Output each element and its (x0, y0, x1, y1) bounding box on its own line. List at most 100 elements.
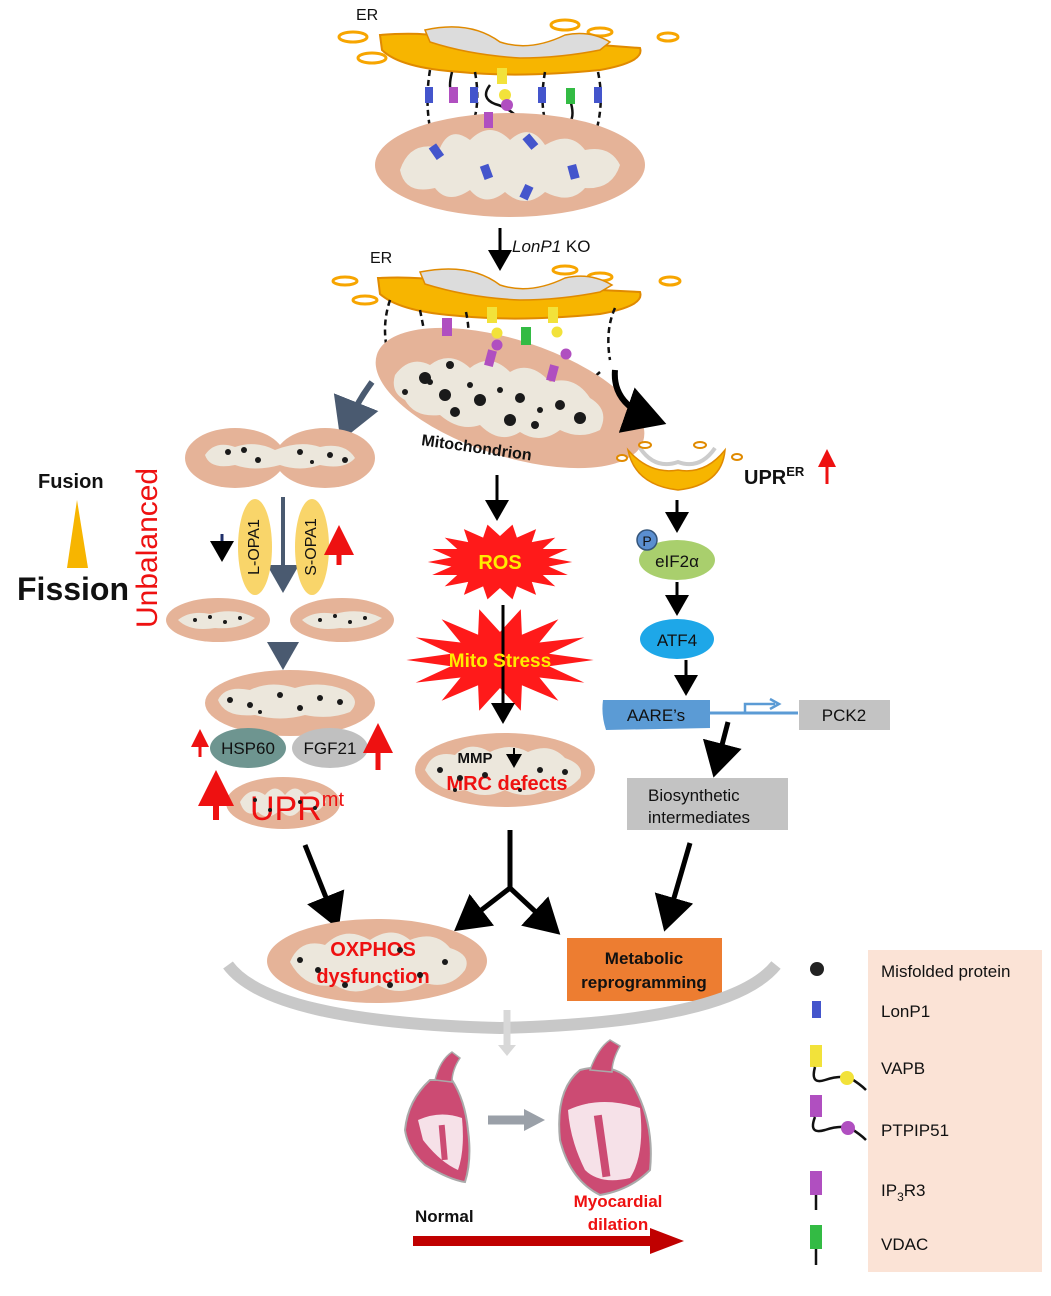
misfolded-protein-dot (457, 775, 463, 781)
vapb-tether-icon (810, 1045, 867, 1091)
misfolded-protein-dot (439, 389, 451, 401)
misfolded-protein-dot-icon (810, 962, 824, 976)
misfolded-protein-dot (227, 697, 233, 703)
ros-label: ROS (478, 552, 521, 574)
misfolded-protein-dot (402, 389, 408, 395)
normal-er-mito-contact: ER (337, 7, 680, 217)
biosynthetic-label-line1: Biosynthetic (648, 786, 740, 805)
misfolded-protein-dot (223, 620, 227, 624)
upr-mt-label: UPRmt (250, 789, 344, 828)
ptpip51-tether-icon (810, 1095, 867, 1141)
legend-label-vdac: VDAC (881, 1235, 928, 1254)
misfolded-protein-dot (342, 457, 348, 463)
misfolded-protein-dot (497, 387, 503, 393)
legend-label-ip3r3: IP3R3 (881, 1181, 925, 1204)
myocardial-label-line2: dilation (588, 1215, 648, 1234)
hsp60-label: HSP60 (221, 739, 275, 758)
legend-panel (868, 950, 1042, 1272)
lonp1-proteins-top (425, 87, 602, 201)
legend-label-lonp1: LonP1 (881, 1002, 930, 1021)
legend-label-misfolded: Misfolded protein (881, 962, 1010, 981)
misfolded-protein-dot (562, 769, 568, 775)
stressed-mitochondrion-left (205, 670, 375, 736)
misfolded-protein-dot (453, 788, 457, 792)
misfolded-protein-dot (474, 394, 486, 406)
misfolded-protein-dot (268, 808, 272, 812)
fusion-fission-wedge-icon (67, 500, 88, 568)
pck2-box (799, 700, 890, 730)
misfolded-protein-dot (317, 695, 323, 701)
phospho-label: P (642, 533, 651, 549)
aare-to-biosynthetic-arrow (702, 721, 742, 778)
biosynthetic-label-line2: intermediates (648, 808, 750, 827)
misfolded-protein-dot (241, 447, 247, 453)
mrc-to-metabolic-arrow (508, 886, 561, 935)
biosynthetic-box (627, 778, 788, 830)
er-label-ko: ER (370, 250, 392, 267)
pck2-label: PCK2 (822, 706, 866, 725)
lonp1-rect-icon (812, 1001, 821, 1018)
l-opa1-oval (238, 499, 272, 595)
misfolded-protein-dot (574, 412, 586, 424)
misfolded-protein-dot (504, 414, 516, 426)
ip3r3-channel-icon (810, 1171, 822, 1210)
misfolded-protein-dot (531, 421, 539, 429)
mito-stress-burst-icon (406, 609, 594, 711)
eif2a-label: eIF2α (655, 552, 699, 571)
hsp60-oval (210, 728, 286, 768)
misfolded-protein-dots (193, 447, 568, 988)
misfolded-protein-dot (310, 460, 314, 464)
misfolded-protein-dot (518, 788, 522, 792)
misfolded-protein-dot (417, 972, 423, 978)
upr-mt-to-oxphos-arrow (302, 844, 345, 930)
misfolded-protein-dot (313, 806, 317, 810)
biosynthetic-to-metabolic-arrow (654, 842, 694, 932)
l-opa1-label: L-OPA1 (246, 519, 263, 575)
mrc-defect-mitochondrion (415, 733, 595, 807)
misfolded-protein-dot (337, 699, 343, 705)
misfolded-protein-dot (467, 382, 473, 388)
misfolded-protein-dot (427, 379, 433, 385)
upr-mt-mitochondrion (226, 777, 340, 829)
misfolded-protein-dot (333, 614, 337, 618)
er-label-top: ER (356, 7, 378, 24)
misfolded-protein-dot (515, 393, 525, 403)
fgf21-label: FGF21 (304, 739, 357, 758)
oxphos-label-line2: dysfunction (316, 966, 429, 988)
fgf21-oval (292, 728, 368, 768)
aare-box (602, 700, 710, 730)
misfolded-protein-dot (537, 407, 543, 413)
misfolded-protein-dot (342, 982, 348, 988)
misfolded-protein-dot (450, 407, 460, 417)
unbalanced-label: Unbalanced (131, 468, 164, 628)
misfolded-protein-dot (315, 967, 321, 973)
misfolded-protein-dot (225, 449, 231, 455)
s-opa1-oval (295, 499, 329, 595)
fission-branch-arrow (333, 380, 379, 442)
misfolded-protein-dot (193, 618, 197, 622)
dilated-heart-icon (558, 1039, 652, 1197)
misfolded-protein-dot (363, 616, 367, 620)
mito-stress-label: Mito Stress (449, 651, 551, 672)
misfolded-protein-dot (437, 767, 443, 773)
misfolded-protein-dot (537, 767, 543, 773)
dividing-mitochondrion (185, 428, 375, 488)
misfolded-protein-dot (387, 982, 393, 988)
aare-label: AARE’s (627, 706, 685, 725)
misfolded-protein-dot (555, 400, 565, 410)
mito-to-er-stress-arrow (611, 369, 667, 433)
normal-label: Normal (415, 1207, 474, 1226)
misfolded-protein-dot (297, 705, 303, 711)
er-organelle-top (337, 18, 680, 76)
misfolded-protein-dot (442, 959, 448, 965)
legend-label-ptpip51: PTPIP51 (881, 1121, 949, 1140)
misfolded-protein-dot (258, 710, 262, 714)
myocardial-label-line1: Myocardial (574, 1192, 663, 1211)
transcription-start-arrow-icon (743, 702, 775, 713)
legend-label-vapb: VAPB (881, 1059, 925, 1078)
convergence-bracket (223, 961, 781, 1035)
atf4-oval (640, 619, 714, 659)
ko-label: LonP1 KO (512, 237, 590, 256)
